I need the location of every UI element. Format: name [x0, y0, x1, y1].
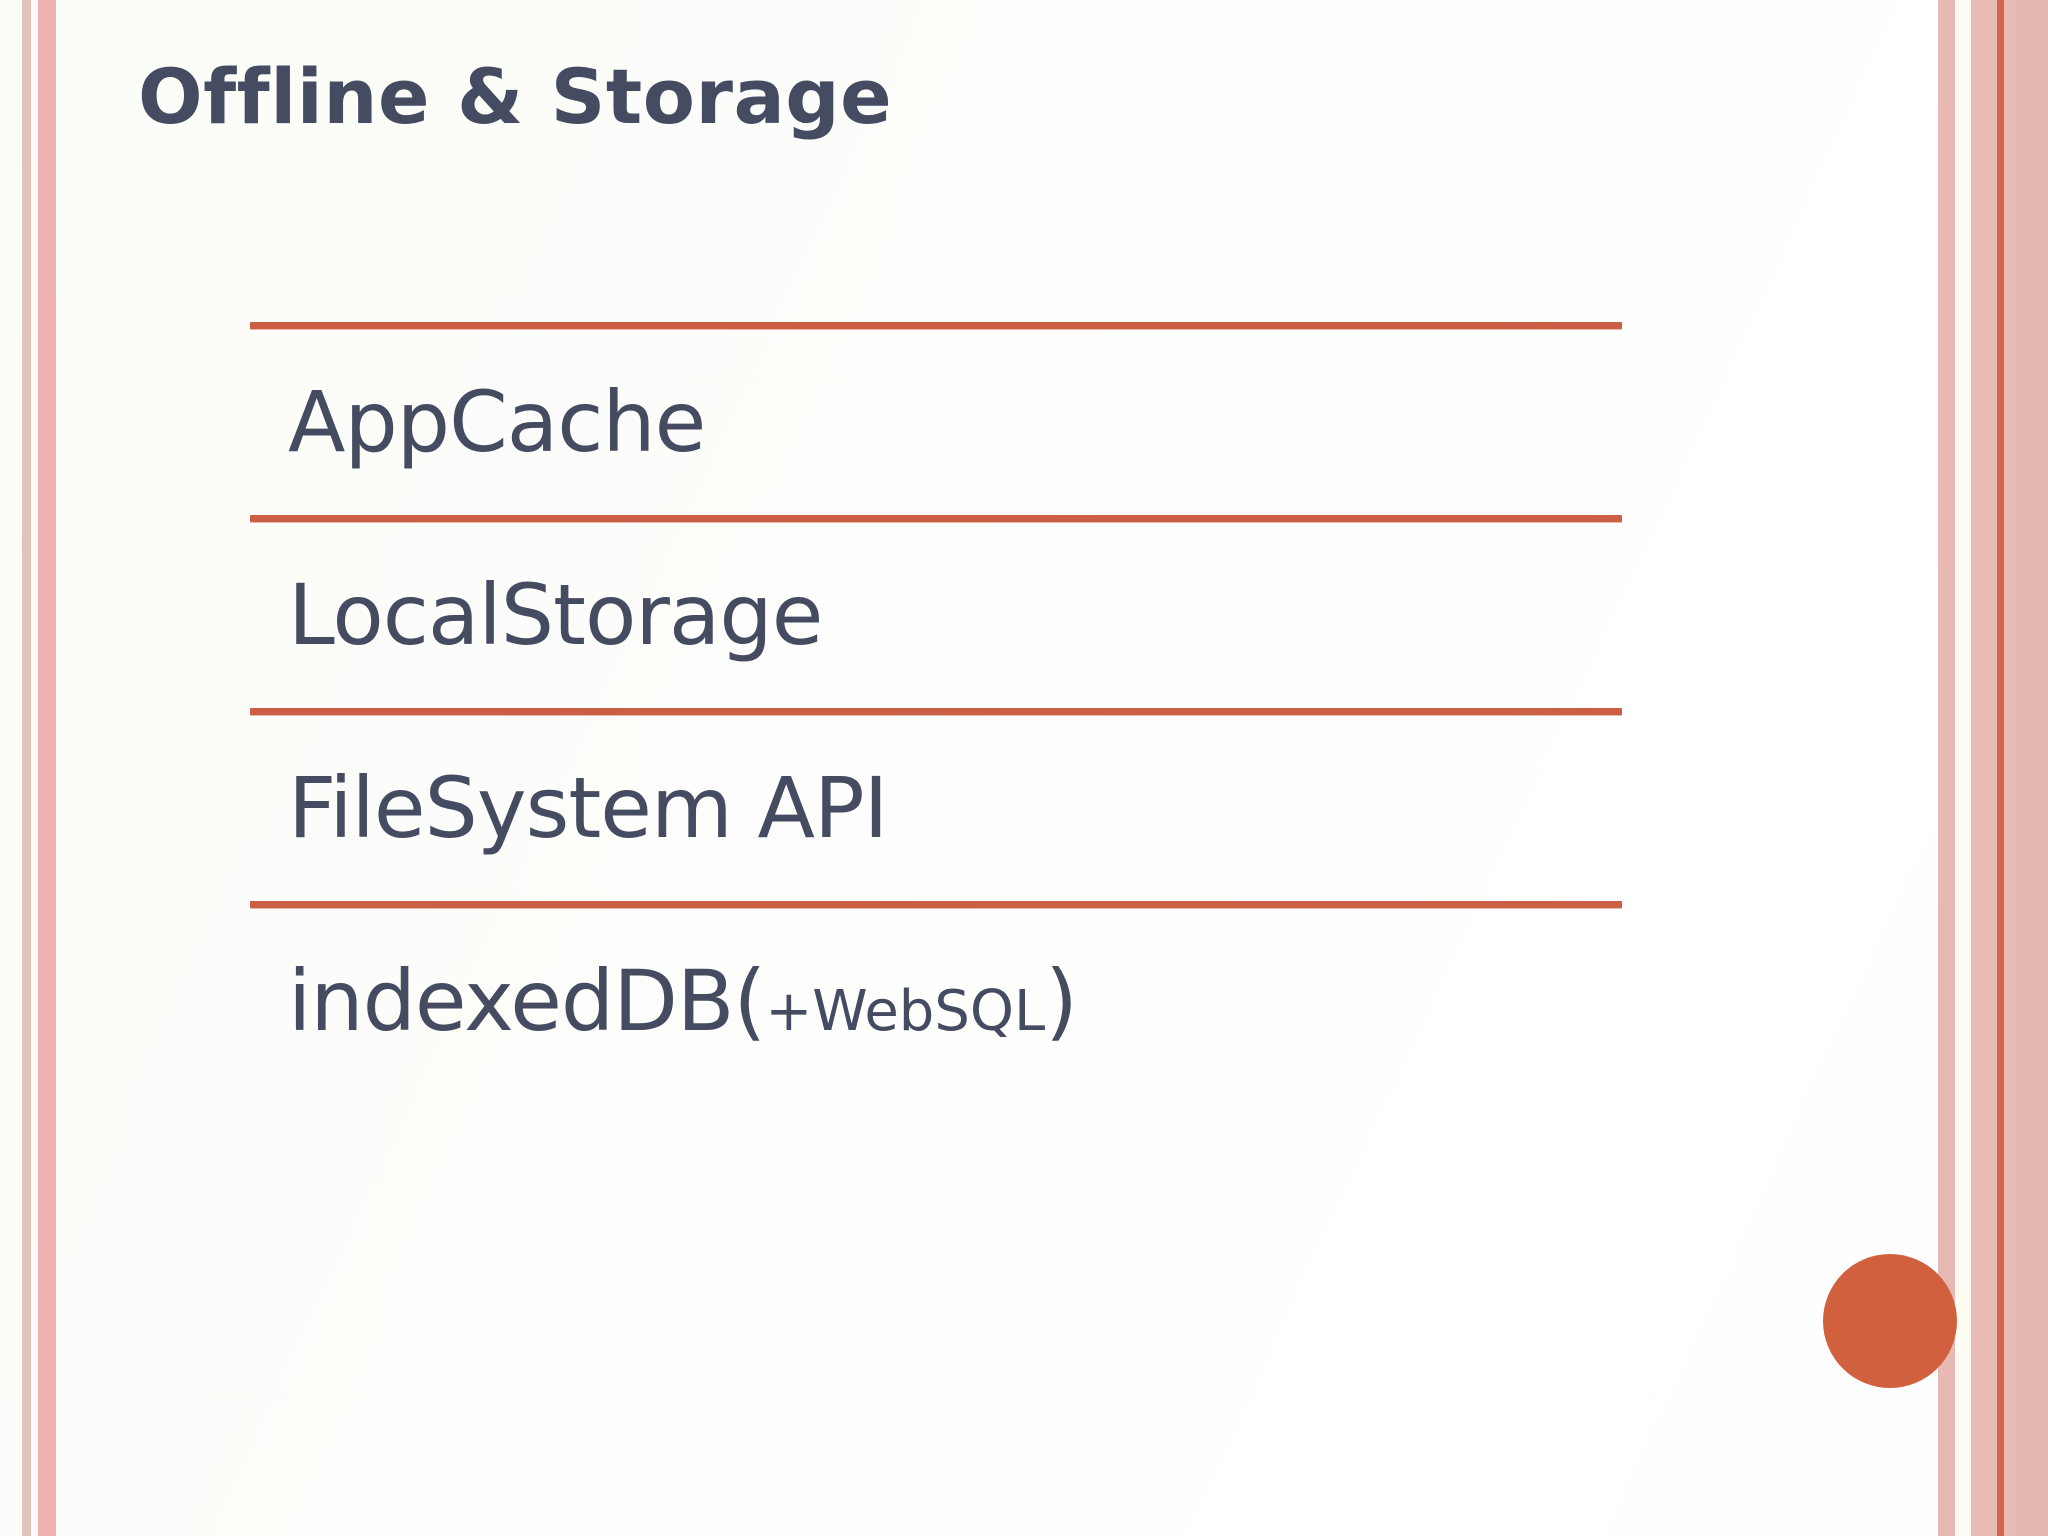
list-item[interactable]: LocalStorage: [250, 522, 1622, 708]
page-title: Offline & Storage: [138, 52, 893, 141]
left-stripe-2: [33, 0, 38, 1536]
list-item-label-appcache: AppCache: [288, 373, 706, 471]
list-divider-1: [250, 322, 1622, 329]
left-edge-decoration: [0, 0, 60, 1536]
list-item-label-indexeddb: indexedDB(+WebSQL): [288, 959, 1078, 1044]
list-item-label-localstorage: LocalStorage: [288, 566, 823, 664]
list-item[interactable]: indexedDB(+WebSQL): [250, 908, 1622, 1094]
list-item-label-filesystem-api: FileSystem API: [288, 759, 888, 857]
list-divider-4: [250, 901, 1622, 908]
indexeddb-sub-text: +WebSQL: [765, 979, 1046, 1044]
list-item[interactable]: AppCache: [250, 329, 1622, 515]
indexeddb-main-text: indexedDB(: [288, 952, 766, 1050]
left-stripe-3: [38, 0, 56, 1536]
list-divider-2: [250, 515, 1622, 522]
right-stripe-6: [2016, 0, 2048, 1536]
left-stripe-1: [22, 0, 31, 1536]
right-stripe-2: [1955, 0, 1971, 1536]
indexeddb-tail-text: ): [1045, 952, 1078, 1050]
right-stripe-3: [1971, 0, 1997, 1536]
accent-dot-decoration: [1823, 1254, 1957, 1388]
list-item[interactable]: FileSystem API: [250, 715, 1622, 901]
right-stripe-5: [2004, 0, 2016, 1536]
storage-list: AppCache LocalStorage FileSystem API ind…: [250, 322, 1622, 1094]
list-divider-3: [250, 708, 1622, 715]
right-stripe-accent: [1997, 0, 2004, 1536]
